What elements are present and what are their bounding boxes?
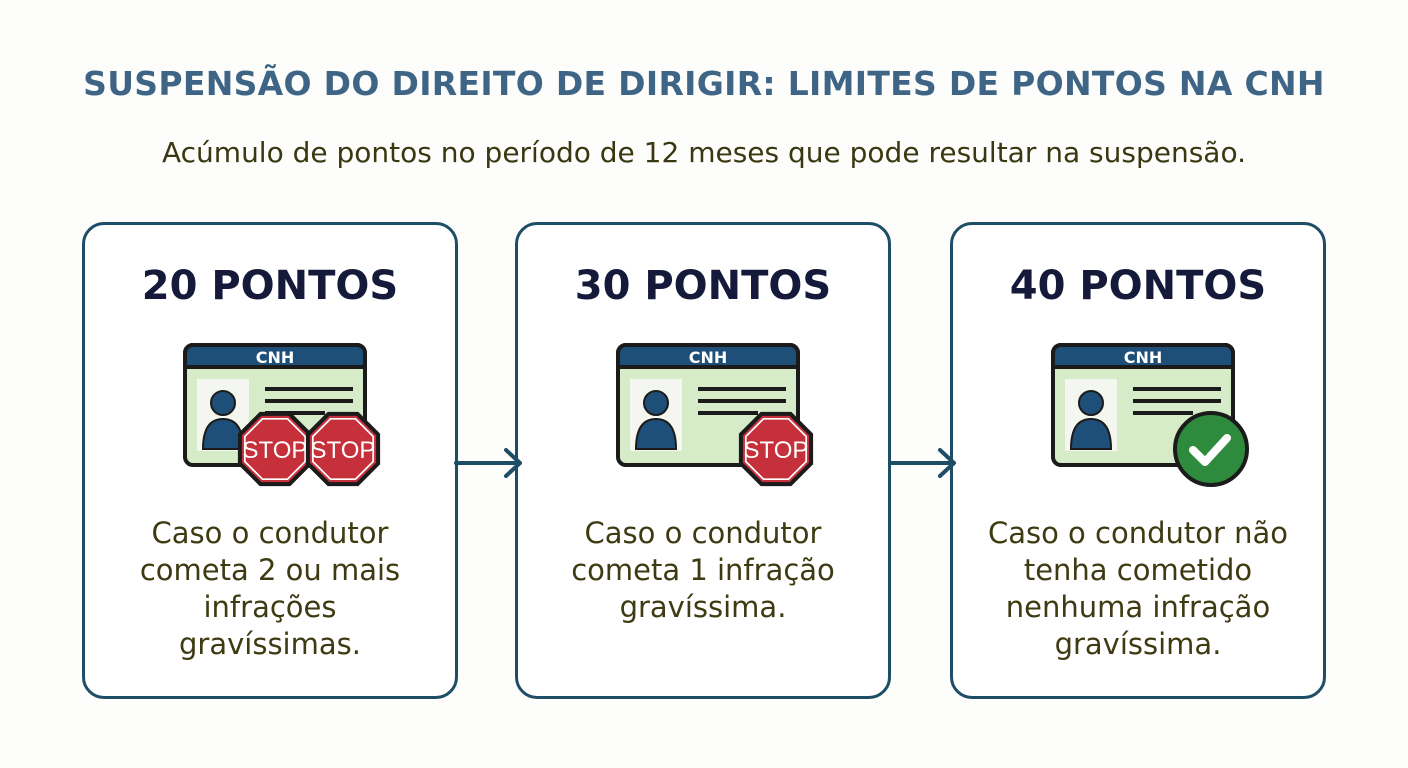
- panel-heading: 30 PONTOS: [574, 263, 832, 309]
- svg-text:STOP: STOP: [243, 437, 308, 464]
- page-subtitle: Acúmulo de pontos no período de 12 meses…: [161, 136, 1246, 169]
- panel-text: Caso o condutor não tenha cometido nenhu…: [987, 516, 1289, 661]
- panel-40-pontos: 40 PONTOS CNH Caso o condutor não tenha …: [950, 222, 1326, 699]
- panel-text: Caso o condutor cometa 1 infração gravís…: [571, 516, 835, 624]
- svg-text:CNH: CNH: [1124, 348, 1163, 367]
- stop-sign-icon: STOP: [305, 411, 381, 487]
- arrow-right-icon: [454, 448, 522, 478]
- svg-text:CNH: CNH: [689, 348, 728, 367]
- panel-heading: 20 PONTOS: [141, 263, 399, 309]
- svg-text:STOP: STOP: [311, 437, 376, 464]
- panel-30-pontos: 30 PONTOS CNH STOP Caso o condutor comet…: [515, 222, 891, 699]
- svg-text:CNH: CNH: [256, 348, 295, 367]
- stop-sign-icon: STOP: [237, 411, 313, 487]
- cnh-card-check-icon: CNH: [1051, 343, 1249, 487]
- panel-text: Caso o condutor cometa 2 ou mais infraçõ…: [139, 516, 401, 661]
- svg-text:STOP: STOP: [744, 437, 809, 464]
- stop-sign-icon: STOP: [738, 411, 814, 487]
- page-title: SUSPENSÃO DO DIREITO DE DIRIGIR: LIMITES…: [83, 64, 1325, 103]
- panel-heading: 40 PONTOS: [1009, 263, 1267, 309]
- id-card-icon: CNH: [616, 343, 800, 467]
- cnh-card-one-stop-icon: CNH STOP: [616, 343, 814, 487]
- check-circle-icon: [1173, 411, 1249, 487]
- arrow-right-icon: [888, 448, 956, 478]
